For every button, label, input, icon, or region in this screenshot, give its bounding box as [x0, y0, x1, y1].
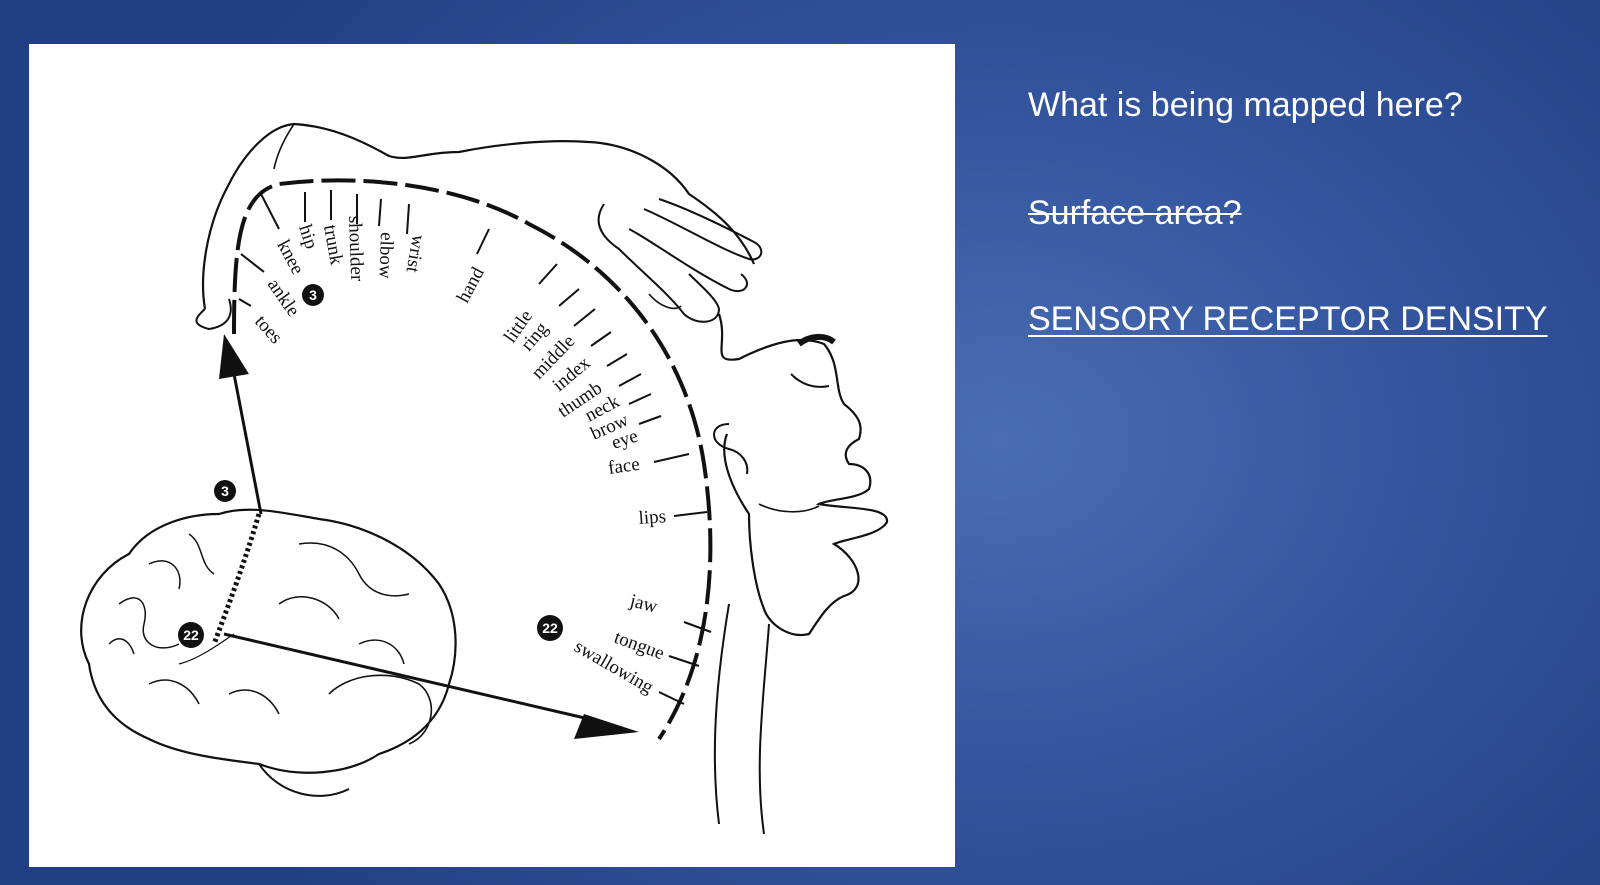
brain-outline: [80, 508, 457, 774]
answer-text: SENSORY RECEPTOR DENSITY: [1028, 300, 1548, 338]
svg-text:22: 22: [542, 620, 558, 636]
cortex-arc: [232, 178, 713, 741]
label-hand: hand: [453, 263, 489, 306]
tick-marks: [238, 190, 712, 705]
homunculus-body: [202, 122, 756, 310]
label-wrist: wrist: [401, 233, 428, 275]
homunculus-diagram: 3 3 22 22 toes ankle knee hip trunk shou…: [80, 122, 889, 835]
label-trunk: trunk: [319, 223, 347, 267]
label-elbow: elbow: [374, 232, 397, 279]
label-face: face: [607, 454, 641, 479]
badge-22-face: 22: [537, 615, 563, 641]
label-toes: toes: [250, 311, 286, 348]
question-text: What is being mapped here?: [1028, 86, 1463, 124]
label-hip: hip: [294, 222, 321, 252]
label-shoulder: shoulder: [344, 215, 367, 282]
badge-22-brain: 22: [178, 622, 204, 648]
homunculus-face: [717, 313, 889, 637]
svg-text:22: 22: [183, 627, 199, 643]
badge-3-brain: 3: [214, 480, 236, 502]
badge-3-upper: 3: [302, 284, 324, 306]
homunculus-figure: 3 3 22 22 toes ankle knee hip trunk shou…: [29, 44, 955, 867]
homunculus-hand: [597, 198, 763, 323]
crossed-out-text: Surface area?: [1028, 194, 1242, 232]
arrow-up: [219, 334, 249, 379]
label-jaw: jaw: [627, 590, 660, 617]
svg-text:3: 3: [221, 483, 229, 499]
svg-text:3: 3: [309, 287, 317, 303]
arrow-right: [574, 714, 639, 739]
label-lips: lips: [638, 506, 667, 529]
